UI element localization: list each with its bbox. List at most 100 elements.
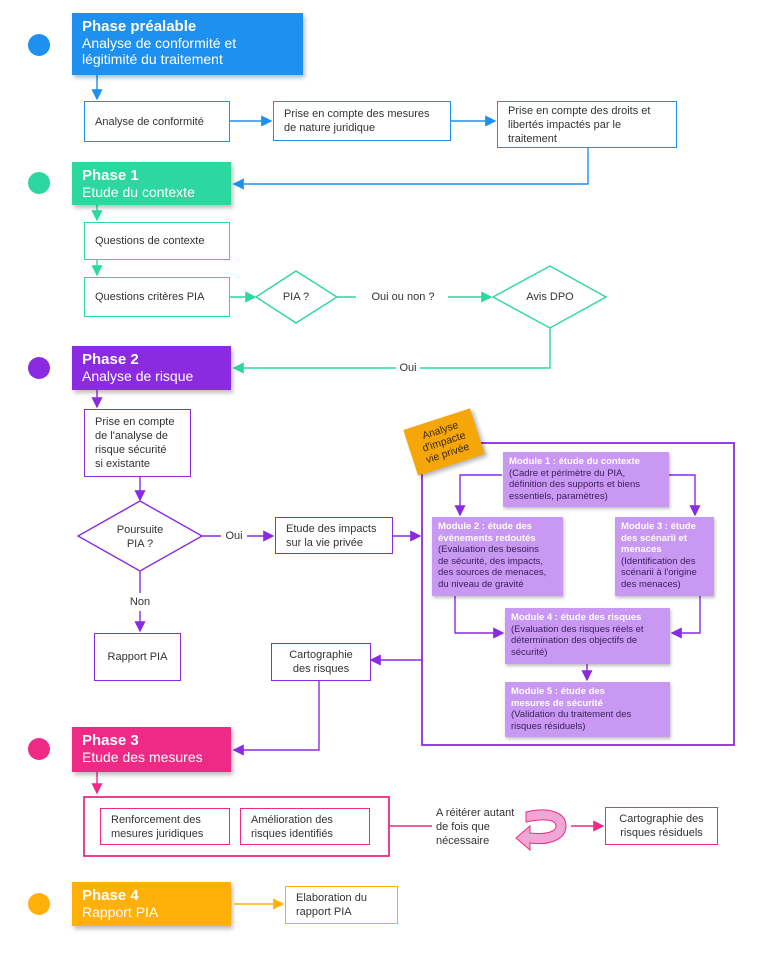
phase1-title: Phase 1 — [82, 167, 139, 184]
phase2-title: Phase 2 — [82, 351, 139, 368]
elaboration-line1: Elaboration du — [296, 892, 367, 904]
carto-line1: Cartographie — [289, 649, 353, 661]
phase-pre-banner: Phase préalable Analyse de conformité et… — [72, 13, 303, 75]
amelioration-line1: Amélioration des — [251, 813, 333, 826]
module-5: Module 5 : étude des mesures de sécurité… — [505, 682, 670, 737]
module-5-line1: (Validation du traitement des — [511, 709, 632, 720]
amelioration-line2: risques identifiés — [251, 827, 333, 840]
phase4-dot — [28, 893, 50, 915]
phase3-sub: Etude des mesures — [82, 749, 203, 765]
arrow-m1-to-m3 — [669, 474, 701, 517]
reiterer-label: A réitérer autant de fois que nécessaire — [436, 806, 528, 848]
module-3-title2: des scénarii et — [621, 532, 688, 544]
elaboration-line2: rapport PIA — [296, 906, 352, 918]
reiterer-line1: A réitérer autant — [436, 807, 515, 819]
phase4-banner: Phase 4 Rapport PIA — [72, 882, 231, 926]
box-prise-analyse: Prise en compte de l'analyse de risque s… — [84, 409, 191, 477]
module-3-title1: Module 3 : étude — [621, 521, 696, 532]
module-3-line2: scénarii à l'origine — [621, 567, 697, 578]
module-1-line3: essentiels, paramètres) — [509, 490, 608, 502]
phase-pre-sub1: Analyse de conformité et — [82, 35, 237, 51]
module-3-line3: des menaces) — [621, 578, 681, 590]
module-2-line1: (Evaluation des besoins — [438, 544, 539, 555]
oui-dpo-label: Oui — [399, 362, 417, 374]
box-renforcement: Renforcement des mesures juridiques — [100, 808, 230, 845]
phase3-banner: Phase 3 Etude des mesures — [72, 727, 231, 772]
module-1: Module 1 : étude du contexte (Cadre et p… — [503, 452, 669, 507]
box-analyse-conformite-label: Analyse de conformité — [95, 115, 204, 128]
poursuite-line2: PIA ? — [126, 538, 154, 550]
box-droits-line3: traitement — [508, 132, 557, 145]
phase3-title: Phase 3 — [82, 732, 139, 749]
rapport-pia-label: Rapport PIA — [107, 651, 168, 663]
module-5-title1: Module 5 : étude des — [511, 686, 605, 697]
renforcement-line2: mesures juridiques — [111, 827, 204, 840]
box-questions-criteres-label: Questions critères PIA — [95, 291, 205, 303]
etude-line1: Etude des impacts — [286, 522, 377, 535]
box-etude-impacts: Etude des impacts sur la vie privée — [275, 517, 393, 554]
module-4-line2: détermination des objectifs de — [511, 635, 638, 646]
box-cartographie-residuels: Cartographie des risques résiduels — [605, 807, 718, 845]
oui-poursuite-label: Oui — [225, 530, 243, 542]
module-4-line3: sécurité) — [511, 646, 548, 658]
box-mesures-line2: de nature juridique — [284, 122, 376, 134]
prise-line4: si existante — [95, 458, 151, 470]
arrow-m3-to-m4 — [670, 596, 701, 639]
reiterer-line3: nécessaire — [436, 835, 490, 847]
box-rapport-pia: Rapport PIA — [94, 633, 181, 681]
phase3-dot — [28, 738, 50, 760]
arrow-dpo-to-phase2 — [234, 328, 551, 368]
box-questions-contexte-label: Questions de contexte — [95, 235, 205, 247]
module-2-title2: évènements redoutés — [438, 532, 536, 544]
arrow-m2-to-m4 — [454, 596, 505, 639]
carto-line2: des risques — [292, 663, 350, 675]
carto-residuels-line2: risques résiduels — [620, 827, 703, 839]
prise-line2: de l'analyse de — [95, 430, 169, 442]
analyse-frame — [421, 442, 735, 746]
module-3: Module 3 : étude des scénarii et menaces… — [615, 517, 714, 596]
box-mesures-line1: Prise en compte des mesures — [284, 108, 430, 120]
phase-pre-title: Phase préalable — [82, 18, 197, 35]
module-2-title1: Module 2 : étude des — [438, 521, 532, 532]
module-5-title2: mesures de sécurité — [511, 697, 603, 709]
avis-dpo-label: Avis DPO — [526, 291, 574, 303]
phase1-sub: Etude du contexte — [82, 184, 195, 200]
diamond-pia — [254, 270, 339, 324]
box-mesures-juridiques: Prise en compte des mesures de nature ju… — [273, 101, 451, 141]
box-droits-line1: Prise en compte des droits et — [508, 104, 651, 117]
poursuite-line1: Poursuite — [116, 524, 164, 536]
module-3-title3: menaces — [621, 544, 662, 555]
cycle-arrow-icon — [515, 809, 567, 852]
non-poursuite-label: Non — [129, 596, 151, 608]
box-elaboration-rapport: Elaboration du rapport PIA — [285, 886, 398, 924]
phase-pre-dot — [28, 34, 50, 56]
module-2-line2: de sécurité, des impacts, — [438, 555, 544, 567]
box-droits-libertes: Prise en compte des droits et libertés i… — [497, 101, 677, 148]
phase1-banner: Phase 1 Etude du contexte — [72, 162, 231, 205]
poursuite-label: Poursuite PIA ? — [100, 523, 180, 551]
module-2: Module 2 : étude des évènements redoutés… — [432, 517, 563, 596]
module-5-line2: risques résiduels) — [511, 720, 586, 732]
module-3-line1: (Identification des — [621, 555, 696, 567]
box-cartographie-risques: Cartographie des risques — [271, 643, 371, 681]
arrow-droits-to-phase1 — [232, 148, 589, 190]
phase4-sub: Rapport PIA — [82, 904, 159, 920]
etude-line2: sur la vie privée — [286, 536, 364, 549]
phase2-sub: Analyse de risque — [82, 368, 194, 384]
module-1-line1: (Cadre et périmètre du PIA, — [509, 467, 626, 479]
renforcement-line1: Renforcement des — [111, 813, 201, 826]
phase2-banner: Phase 2 Analyse de risque — [72, 346, 231, 390]
prise-line1: Prise en compte — [95, 416, 175, 428]
box-questions-contexte: Questions de contexte — [84, 222, 230, 260]
phase-pre-sub2: légitimité du traitement — [82, 51, 223, 67]
pia-question-label: PIA ? — [282, 291, 310, 303]
carto-residuels-line1: Cartographie des — [619, 813, 704, 825]
box-droits-line2: libertés impactés par le — [508, 118, 622, 131]
module-1-line2: définition des supports et biens — [509, 479, 640, 490]
module-4: Module 4 : étude des risques (Evaluation… — [505, 608, 670, 664]
module-4-line1: (Evaluation des risques réels et — [511, 623, 644, 635]
box-amelioration: Amélioration des risques identifiés — [240, 808, 370, 845]
module-2-line4: du niveau de gravité — [438, 578, 524, 590]
